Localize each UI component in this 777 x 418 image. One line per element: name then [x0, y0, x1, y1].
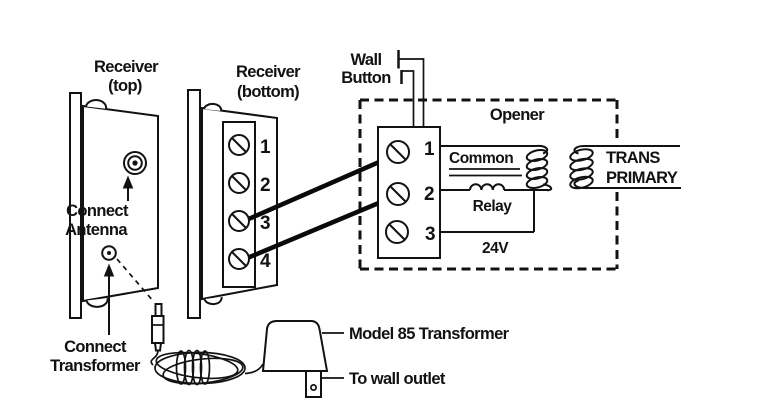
- screw-terminal-4: [228, 248, 250, 270]
- plug-prong: [305, 370, 322, 398]
- common-label: Common: [449, 150, 513, 167]
- connect-transformer-label-line1: Connect: [64, 338, 127, 356]
- screw-terminal-3: [228, 210, 250, 232]
- opener-terminal-number-2: 2: [424, 184, 434, 205]
- receiver-screw-terminals: 1 2 3 4: [228, 134, 271, 272]
- transformer-primary-winding: TRANS PRIMARY: [569, 145, 681, 190]
- opener-circuit: Opener Common Relay 24V: [440, 106, 553, 257]
- opener-boundary-box: [358, 98, 619, 271]
- receiver-bottom-title-line2: (bottom): [237, 83, 299, 101]
- screw-terminal-2: [228, 172, 250, 194]
- connect-transformer-label-line2: Transformer: [50, 357, 141, 375]
- receiver-terminal-number-2: 2: [260, 175, 270, 196]
- opener-screw-2: [386, 182, 410, 206]
- cord-to-transformer: [244, 363, 264, 375]
- receiver-bottom-title-line1: Receiver: [236, 63, 301, 81]
- secondary-coil-top-hook: [535, 144, 549, 155]
- receiver-terminal-number-3: 3: [260, 213, 270, 234]
- receiver-top-lower-tab: [85, 297, 109, 308]
- receiver-top-title-line1: Receiver: [94, 58, 159, 76]
- antenna-connector-icon: [123, 151, 147, 175]
- relay-label: Relay: [473, 198, 513, 215]
- opener-title: Opener: [490, 106, 545, 124]
- wall-button-label-line2: Button: [341, 69, 391, 87]
- connect-antenna-label-line2: Antenna: [65, 221, 128, 239]
- transformer-assembly: Model 85 Transformer To wall outlet: [150, 303, 510, 398]
- screw-terminal-1: [228, 134, 250, 156]
- opener-terminal-number-1: 1: [424, 139, 435, 160]
- wall-transformer-body: [261, 320, 329, 372]
- opener-screw-3: [385, 220, 409, 244]
- to-wall-outlet-label: To wall outlet: [349, 370, 446, 388]
- opener-screw-terminals: 1 2 3: [385, 139, 436, 245]
- transformer-secondary-coil: [525, 149, 553, 192]
- primary-coil-loops: [569, 148, 594, 190]
- receiver-top-title-line2: (top): [108, 77, 142, 95]
- transformer-jack-icon: [101, 245, 117, 261]
- receiver-bottom-mount-bar: [187, 89, 201, 319]
- barrel-plug-icon: [151, 303, 165, 352]
- primary-label-line1: TRANS: [606, 149, 660, 167]
- primary-label-line2: PRIMARY: [606, 169, 678, 187]
- transformer-arrow-icon: [103, 263, 115, 335]
- wire-terminal4-to-opener2: [242, 194, 396, 262]
- opener-terminal-number-3: 3: [425, 224, 435, 245]
- receiver-top-upper-tab: [85, 99, 108, 109]
- receiver-terminal-number-1: 1: [260, 137, 271, 158]
- power-cord-coil: [154, 349, 246, 386]
- wire-terminal3-to-opener1: [241, 153, 396, 224]
- receiver-top-mount-bar: [69, 92, 82, 319]
- wall-button-label-line1: Wall: [351, 51, 382, 69]
- receiver-top-unit: Connect Antenna Connect Transformer Rece…: [50, 58, 160, 375]
- connect-antenna-label-line1: Connect: [66, 202, 129, 220]
- voltage-label: 24V: [482, 240, 509, 257]
- model-transformer-label: Model 85 Transformer: [349, 325, 510, 343]
- relay-coil-symbol: [469, 183, 506, 191]
- primary-coil-top-hook: [573, 145, 585, 155]
- opener-screw-1: [386, 140, 410, 164]
- receiver-bottom-lower-tab: [203, 296, 223, 306]
- cord-from-plug: [150, 350, 159, 366]
- antenna-arrow-icon: [122, 175, 134, 201]
- receiver-terminal-number-4: 4: [260, 251, 271, 272]
- receiver-bottom-upper-tab: [203, 102, 223, 112]
